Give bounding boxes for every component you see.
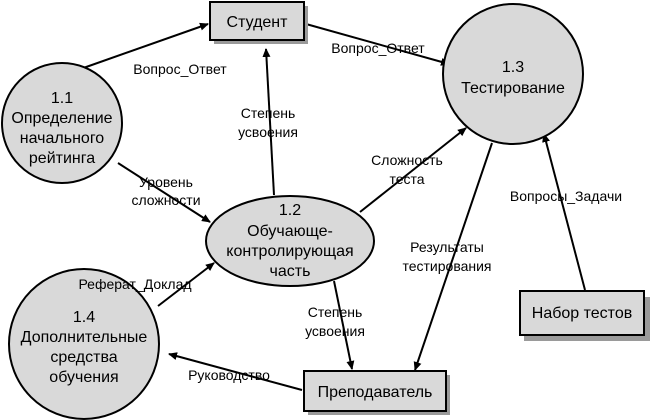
process-1-2[interactable]: 1.2 Обучающе- контролирующая часть	[205, 195, 375, 287]
flow-testset-p13	[542, 133, 586, 291]
entity-teacher[interactable]: Преподаватель	[303, 370, 450, 415]
entity-student[interactable]: Студент	[209, 1, 308, 44]
process-1-1[interactable]: 1.1 Определение начального рейтинга	[1, 62, 123, 184]
process-1-1-line-1: Определение	[11, 110, 112, 127]
process-1-2-id: 1.2	[279, 202, 301, 219]
flow-label-essay-report: Реферат_Доклад	[78, 276, 191, 292]
process-1-2-line-3: часть	[270, 263, 311, 280]
process-1-3-line-1: Тестирование	[461, 80, 565, 97]
process-1-1-id: 1.1	[51, 90, 73, 107]
process-1-4-id: 1.4	[73, 309, 95, 326]
flow-label-test-results-2: тестирования	[402, 258, 491, 274]
process-1-3[interactable]: 1.3 Тестирование	[442, 3, 584, 145]
process-1-1-line-3: рейтинга	[29, 150, 95, 167]
flow-label-difficulty-level-2: сложности	[131, 192, 200, 208]
process-1-2-line-1: Обучающе-	[247, 223, 333, 240]
process-1-4-line-3: обучения	[49, 369, 118, 386]
process-1-3-id: 1.3	[502, 59, 524, 76]
flow-p12-teacher	[333, 280, 355, 370]
process-1-4-line-1: Дополнительные	[21, 329, 148, 346]
flow-p13-teacher	[413, 142, 493, 371]
flow-label-q-a-right: Вопрос_Ответ	[331, 40, 425, 56]
process-1-2-line-2: контролирующая	[226, 243, 353, 260]
entity-student-label: Студент	[227, 14, 289, 31]
flow-label-mastery-up-2: усвоения	[238, 124, 298, 140]
flow-label-test-results-1: Результаты	[410, 239, 484, 255]
flow-p12-p13	[359, 127, 467, 213]
flow-student-p13	[297, 17, 450, 66]
flow-teacher-p14	[168, 352, 303, 391]
flow-p12-student	[262, 48, 275, 196]
flow-label-mastery-up-1: Степень	[241, 105, 296, 121]
process-1-4-line-2: средства	[50, 349, 117, 366]
flow-label-questions-tasks: Вопросы_Задачи	[510, 188, 622, 204]
process-1-1-line-2: начального	[20, 130, 105, 147]
flow-p11-p12	[117, 162, 211, 223]
flow-label-guidance: Руководство	[188, 367, 270, 383]
flow-label-difficulty-level-1: Уровень	[139, 174, 193, 190]
flow-label-mastery-down-2: усвоения	[305, 323, 365, 339]
flow-p14-p12	[157, 262, 215, 307]
entity-teacher-label: Преподаватель	[318, 384, 433, 401]
flow-label-q-a-left: Вопрос_Ответ	[133, 61, 227, 77]
flow-label-test-difficulty-1: Сложность	[371, 152, 443, 168]
entity-test-set-label: Набор тестов	[532, 305, 632, 322]
flow-label-mastery-down-1: Степень	[308, 304, 363, 320]
flow-label-test-difficulty-2: теста	[389, 171, 424, 187]
process-1-4[interactable]: 1.4 Дополнительные средства обучения	[8, 268, 160, 420]
entity-test-set[interactable]: Набор тестов	[519, 290, 650, 341]
flow-student-p11	[63, 22, 209, 79]
